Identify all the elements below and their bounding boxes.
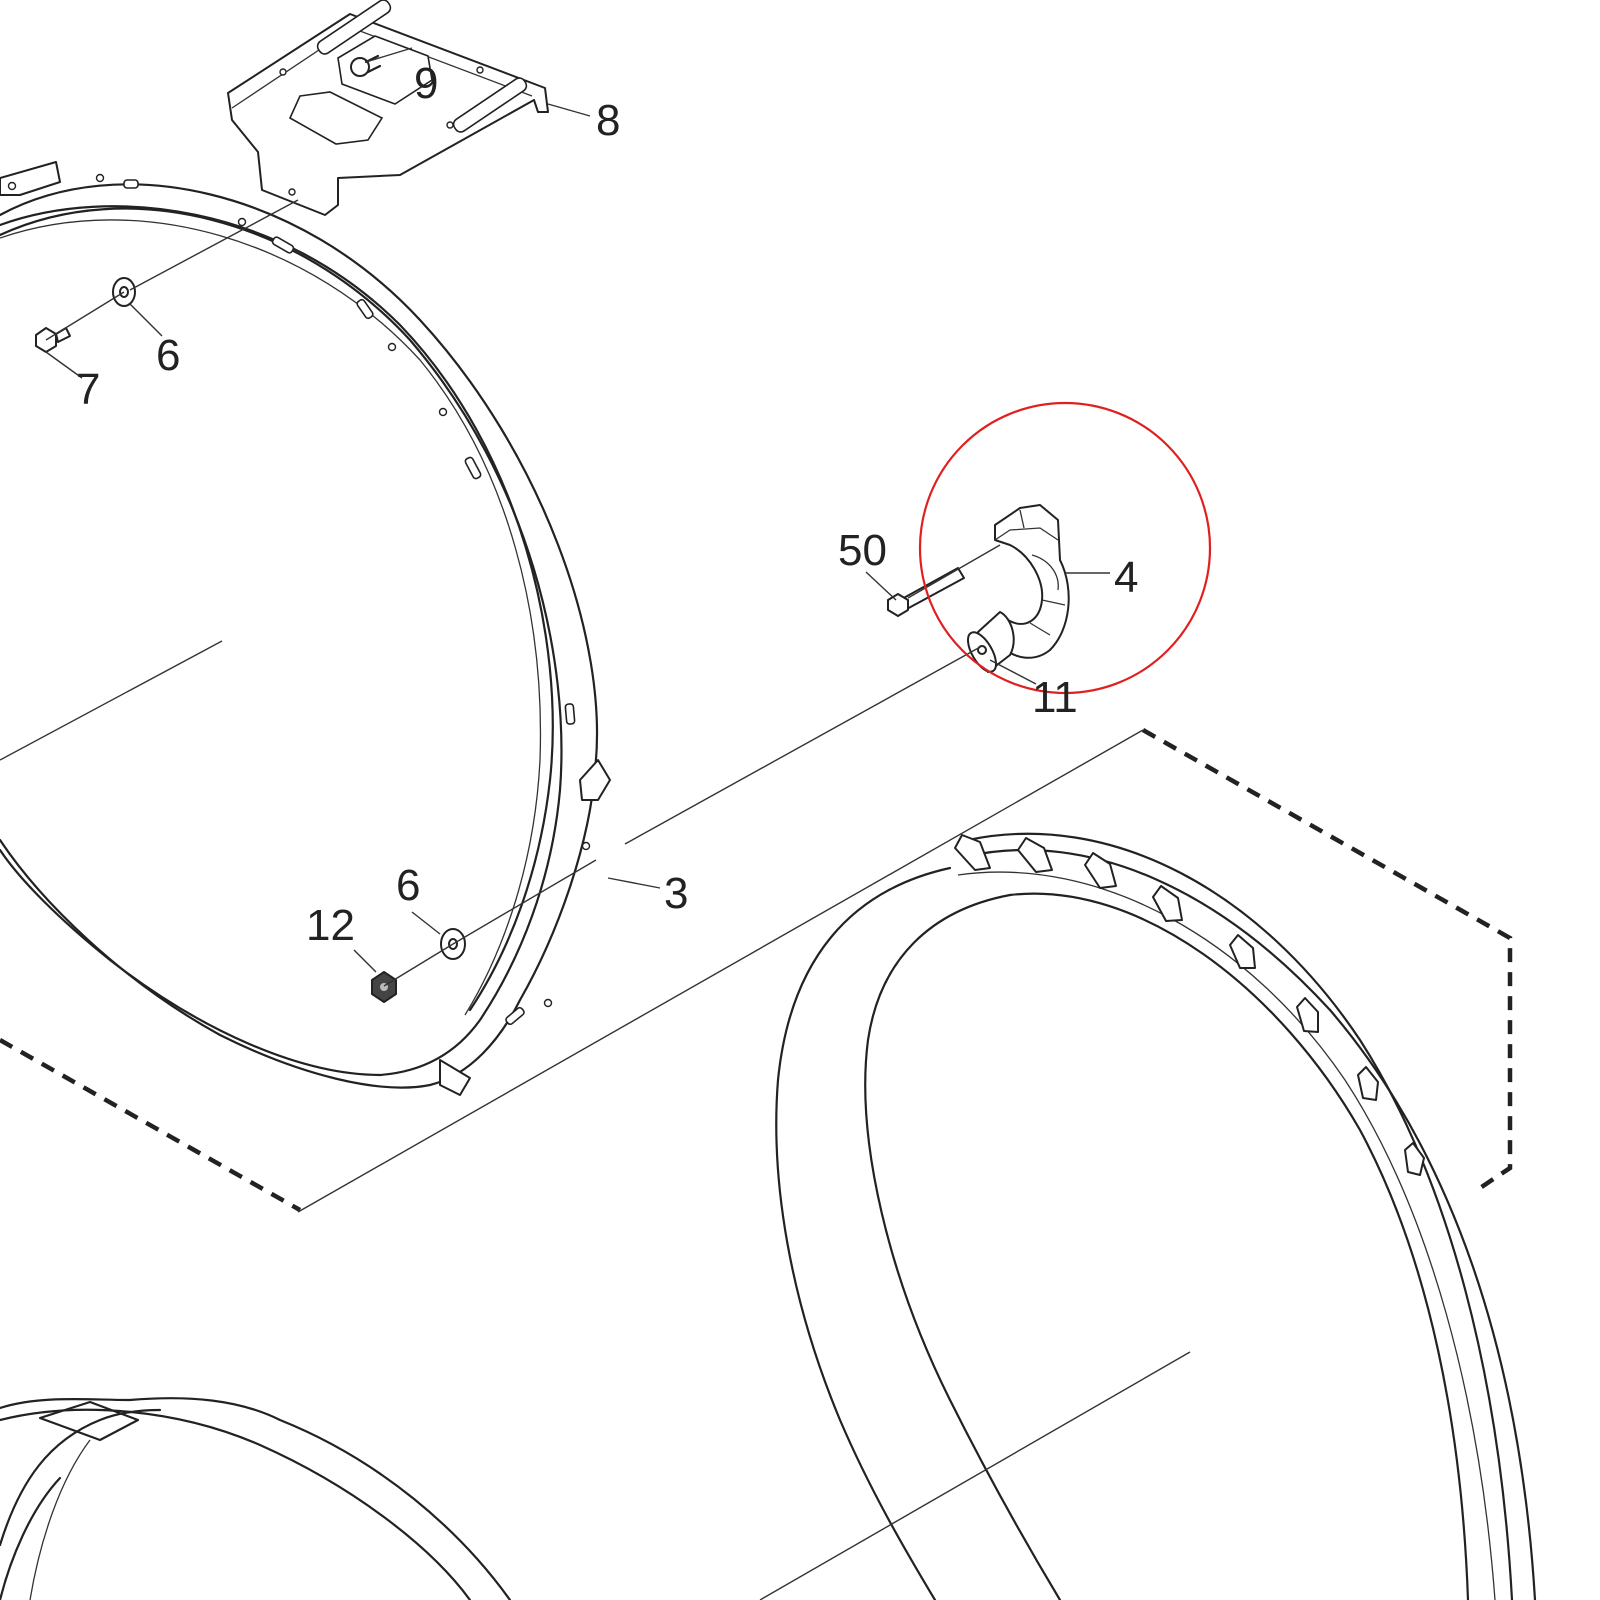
callout-leaders [45, 47, 1110, 973]
callout-label-11: 11 [1032, 673, 1078, 722]
mounting-bracket [227, 0, 549, 216]
clamp-part-4 [994, 504, 1070, 659]
callout-label-6-upper: 6 [156, 331, 180, 380]
roller-part-11 [967, 611, 1015, 673]
rear-drum-ring [775, 832, 1537, 1600]
callout-label-7: 7 [76, 365, 100, 414]
callout-label-4: 4 [1114, 553, 1138, 602]
assembly-dashed-outline [0, 728, 1513, 1212]
callout-label-12: 12 [306, 901, 355, 950]
ring-slot [123, 179, 139, 189]
drum-body [0, 1397, 512, 1600]
bracket-square-opening [337, 35, 433, 105]
highlight-circle [918, 401, 1212, 695]
bracket-slot-right [452, 77, 528, 133]
bracket-slot-top [316, 0, 392, 55]
bolt-part-7 [35, 327, 71, 353]
assembly-guide-lines [0, 199, 1191, 1600]
callout-label-50: 50 [838, 526, 887, 575]
front-ring [0, 161, 611, 1096]
callout-label-6-lower: 6 [396, 861, 420, 910]
callout-label-3: 3 [664, 869, 688, 918]
callout-label-9: 9 [414, 59, 438, 108]
callout-labels: 9 8 6 7 50 4 11 6 12 3 [76, 59, 1138, 950]
bolt-part-50 [887, 567, 965, 617]
callout-label-8: 8 [596, 96, 620, 145]
bracket-oval-opening [288, 91, 384, 145]
drum-tabs [954, 834, 1425, 1176]
nut-part-12 [371, 971, 397, 1003]
